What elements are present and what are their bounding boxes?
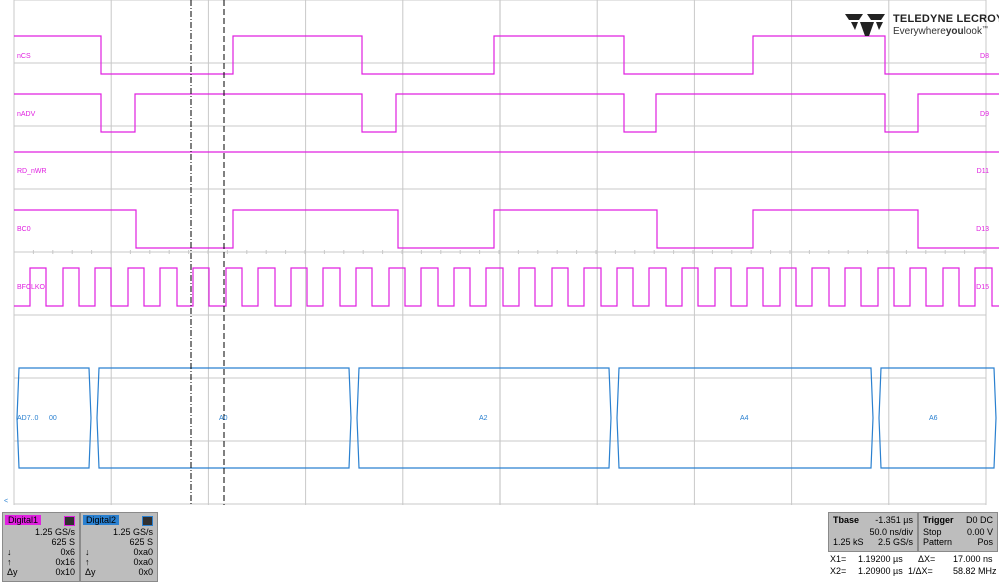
brand-name: TELEDYNE LECROY	[893, 13, 999, 25]
trigger-level: 0.00 V	[966, 527, 993, 537]
bus-label: AD7..0	[17, 415, 39, 422]
waveform-grid	[13, 0, 999, 505]
timebase-title: Tbase	[833, 515, 860, 525]
bus-segment	[878, 367, 997, 469]
delta-y-label: Δy	[85, 567, 96, 577]
channel-id-d13: D13	[976, 226, 989, 233]
channel-label-bc0: BC0	[17, 226, 31, 233]
up-arrow-icon: ↑	[7, 557, 12, 567]
trace-ncs	[14, 35, 999, 75]
digital1-badge-icon	[64, 516, 75, 526]
trace-nadv	[14, 93, 999, 133]
cursor-x1-value: 1.19200 µs	[858, 554, 903, 564]
bus-value-a6: A6	[929, 415, 938, 422]
timebase-rate: 2.5 GS/s	[877, 537, 913, 547]
bus-value-a0: A0	[219, 415, 228, 422]
bus-segment	[356, 367, 612, 469]
bus-segment	[616, 367, 874, 469]
channel-label-ncs: nCS	[17, 53, 31, 60]
delta-y-label: Δy	[7, 567, 18, 577]
bus-value-a4: A4	[740, 415, 749, 422]
digital1-high: 0x16	[55, 557, 75, 567]
bus-segment	[16, 367, 92, 469]
digital-traces	[14, 35, 999, 307]
channel-label-bfclko: BFCLKO	[17, 284, 46, 291]
digital1-low: 0x6	[60, 547, 75, 557]
timebase-offset: -1.351 µs	[875, 515, 913, 525]
trigger-panel[interactable]: Trigger D0 DC Stop 0.00 V Pattern Pos	[918, 512, 998, 552]
down-arrow-icon: ↓	[7, 547, 12, 557]
cursor-x1-label: X1=	[830, 554, 847, 564]
bus-trace	[16, 367, 997, 469]
channel-label-nadv: nADV	[17, 111, 36, 118]
channel-label-rd-nwr: RD_nWR	[17, 168, 47, 175]
trace-bfclko	[14, 267, 999, 307]
cursor-inv-dx-value: 58.82 MHz	[953, 566, 997, 576]
digital1-dy: 0x10	[55, 567, 75, 577]
trigger-slope: Pos	[977, 537, 993, 547]
trigger-mode: Stop	[923, 527, 942, 537]
trigger-type: Pattern	[923, 537, 953, 547]
channel-id-d8: D8	[980, 53, 989, 60]
waveform-display[interactable]: nCS nADV RD_nWR BC0 BFCLKO D8 D9 D11 D13…	[0, 0, 999, 505]
logo-mark-icon	[845, 14, 885, 36]
timebase-div: 50.0 ns/div	[869, 527, 913, 537]
trigger-title: Trigger	[923, 515, 954, 525]
graticule	[13, 0, 987, 505]
digital2-panel[interactable]: Digital2 1.25 GS/s 625 S ↓ 0xa0 ↑ 0xa0 Δy 0…	[80, 512, 158, 582]
status-bar: Digital1 1.25 GS/s 625 S ↓ 0x6 ↑ 0x16 Δy 0x…	[0, 508, 999, 583]
digital1-title[interactable]: Digital1	[5, 515, 42, 525]
digital1-panel[interactable]: Digital1 1.25 GS/s 625 S ↓ 0x6 ↑ 0x16 Δy 0x…	[2, 512, 80, 582]
digital2-rate: 1.25 GS/s	[112, 527, 153, 537]
up-arrow-icon: ↑	[85, 557, 90, 567]
digital2-samples: 625 S	[129, 537, 153, 547]
timebase-panel[interactable]: Tbase -1.351 µs 50.0 ns/div 1.25 kS 2.5 GS…	[828, 512, 918, 552]
brand-tagline: Everywhereyoulook™	[893, 26, 988, 37]
digital2-high: 0xa0	[133, 557, 153, 567]
channel-id-d11: D11	[976, 168, 989, 175]
digital2-badge-icon	[142, 516, 153, 526]
trigger-source: D0 DC	[965, 515, 993, 525]
left-offscreen-marker: <	[4, 498, 9, 505]
bus-segment	[96, 367, 352, 469]
channel-id-d15: D15	[976, 284, 989, 291]
digital1-rate: 1.25 GS/s	[34, 527, 75, 537]
bus-value-00: 00	[49, 415, 57, 422]
trace-bc0	[14, 209, 999, 249]
cursor-inv-dx-label: 1/ΔX=	[908, 566, 933, 576]
cursor-dx-label: ΔX=	[918, 554, 936, 564]
cursor-dx-value: 17.000 ns	[953, 554, 993, 564]
cursor-x2-value: 1.20900 µs	[858, 566, 903, 576]
channel-id-d9: D9	[980, 111, 989, 118]
down-arrow-icon: ↓	[85, 547, 90, 557]
digital2-low: 0xa0	[133, 547, 153, 557]
bus-value-a2: A2	[479, 415, 488, 422]
timebase-size: 1.25 kS	[833, 537, 864, 547]
cursor-x2-label: X2=	[830, 566, 847, 576]
digital1-samples: 625 S	[51, 537, 75, 547]
digital2-dy: 0x0	[138, 567, 153, 577]
digital2-title[interactable]: Digital2	[83, 515, 120, 525]
